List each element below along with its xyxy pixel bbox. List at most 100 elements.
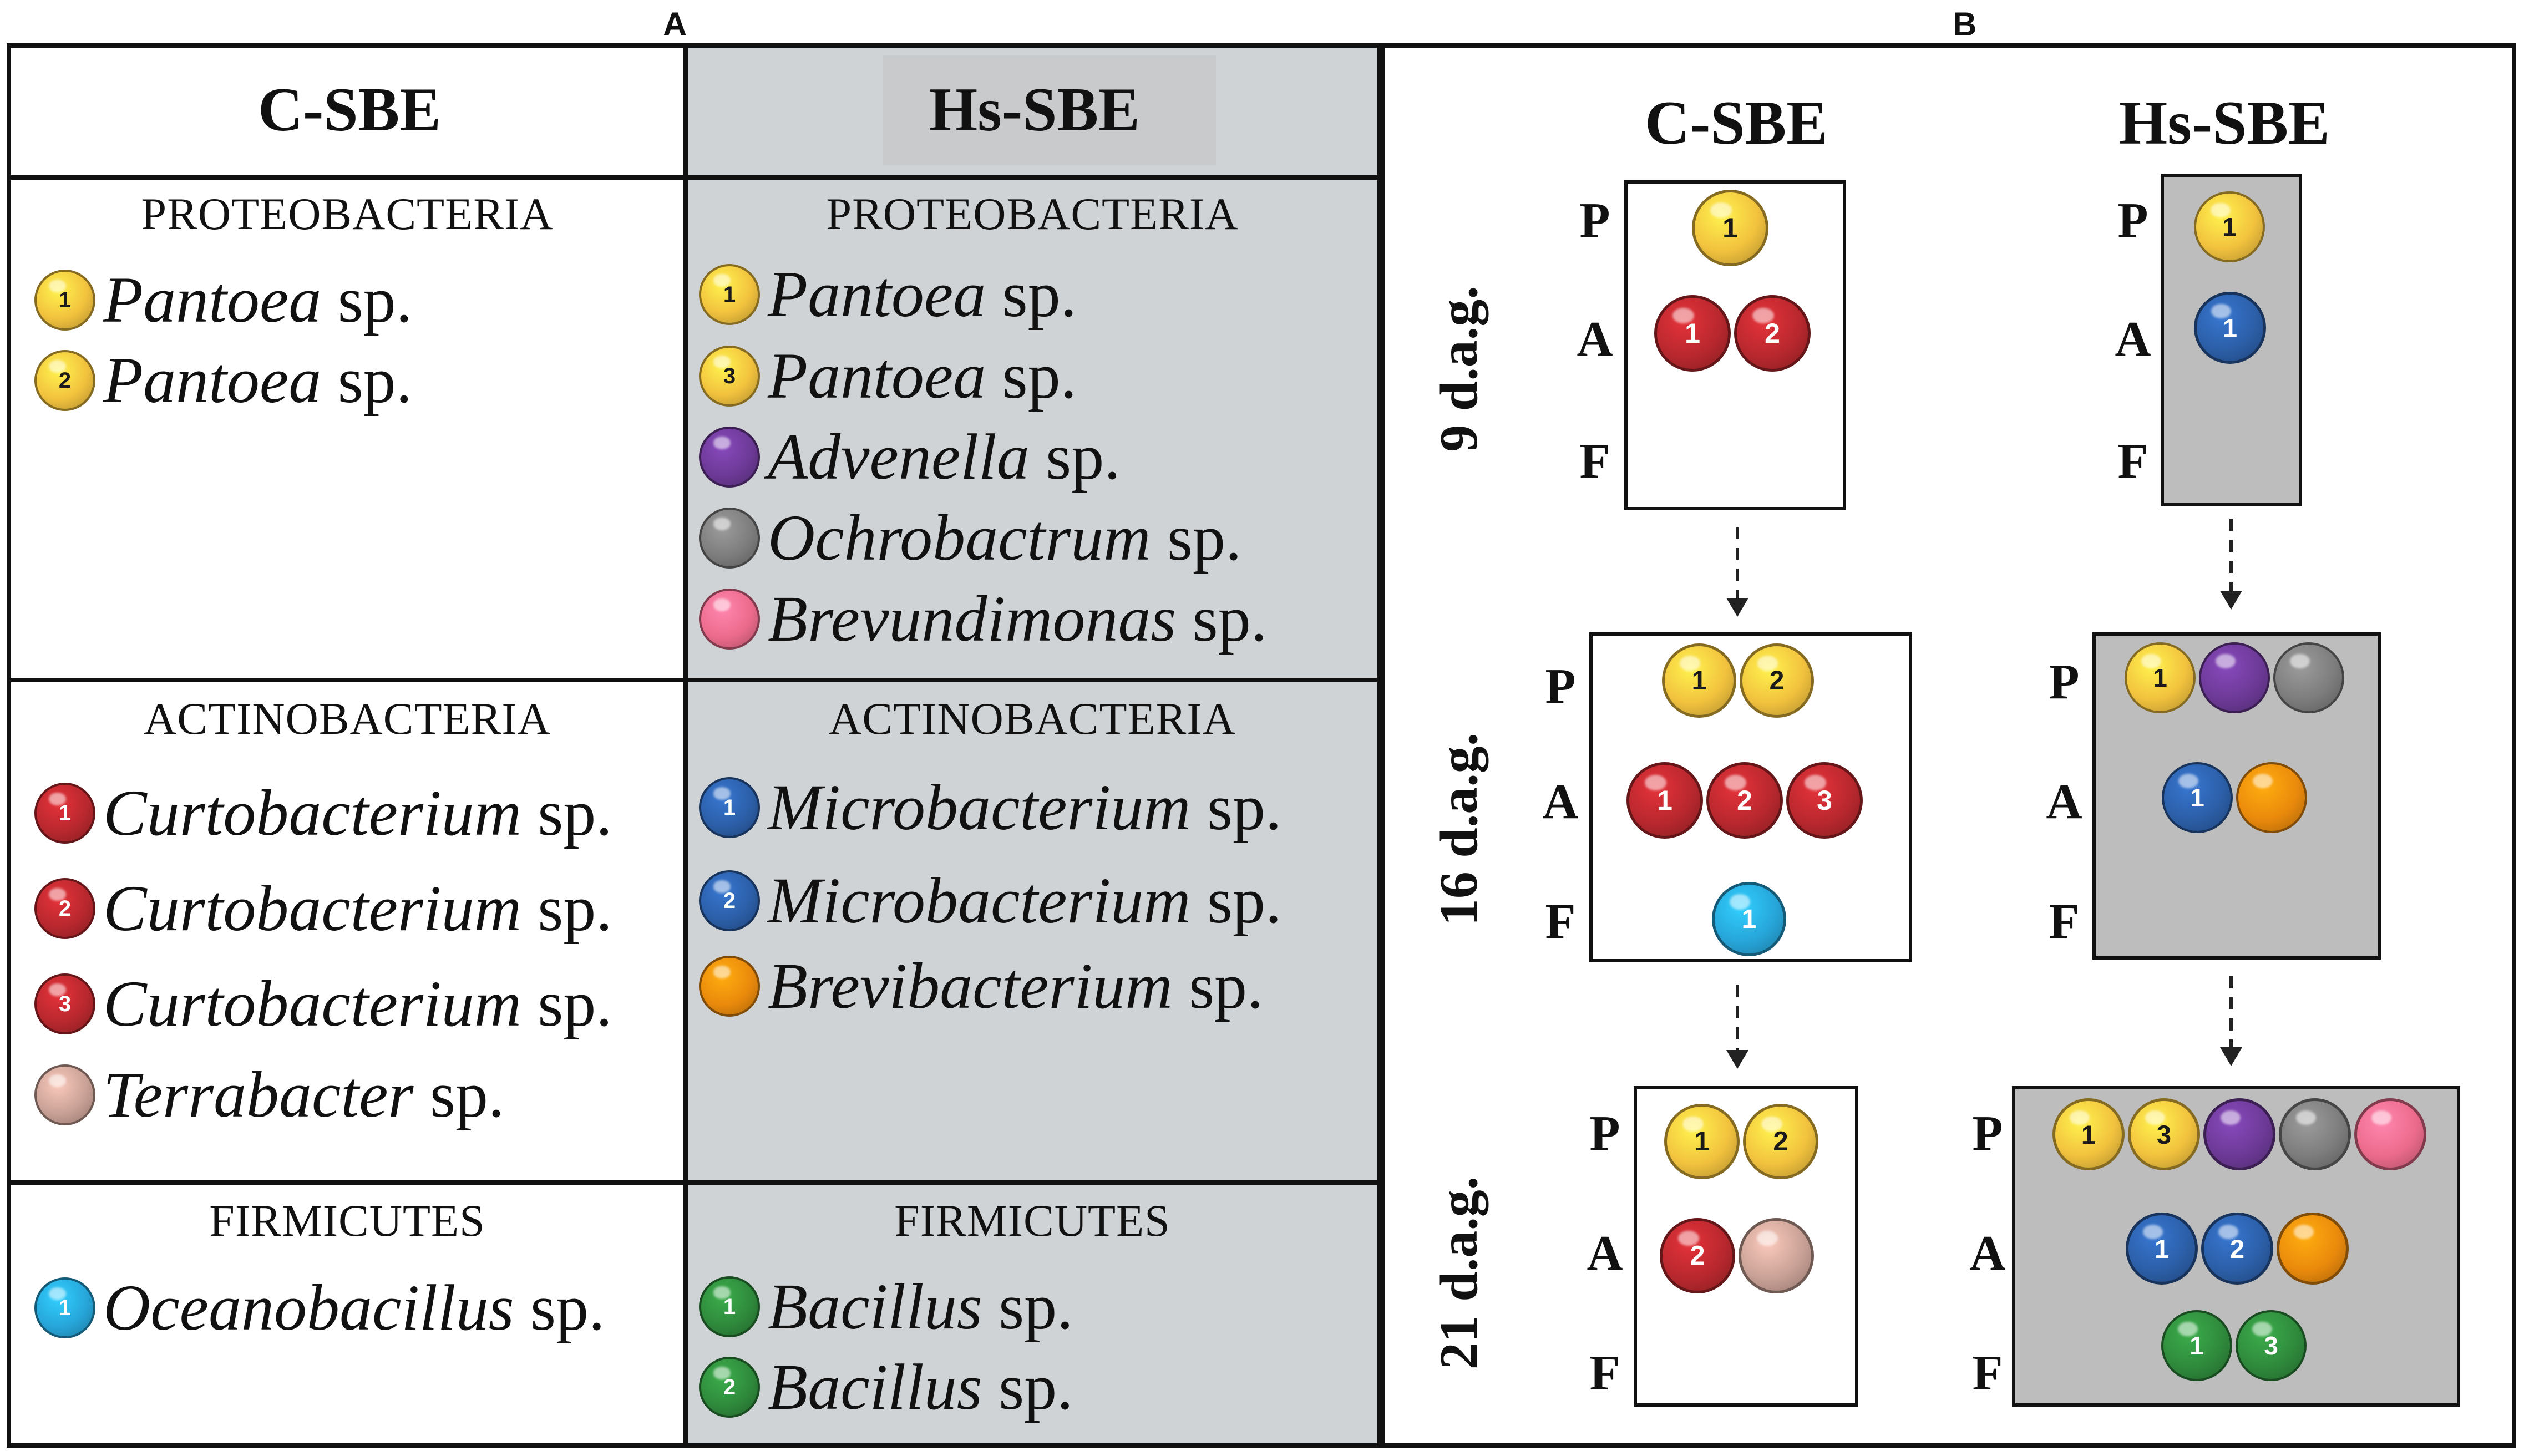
badge-number: 1 [2222, 212, 2237, 241]
row-label-f: F [1972, 1346, 2003, 1401]
hs-sbe-header: Hs-SBE [929, 75, 1140, 144]
c-sbe-species-row: 2 Curtobacterium sp. [34, 870, 612, 947]
row-label-p: P [2117, 193, 2148, 248]
c-sbe-21dag-a-row: 2 [1660, 1218, 1814, 1293]
c-sbe-16dag-a-row: 1 2 3 [1626, 762, 1863, 839]
badge-number: 1 [723, 282, 736, 307]
badge-number: 1 [723, 1294, 736, 1319]
badge-number: 1 [2154, 1234, 2170, 1264]
badge-number: 1 [723, 795, 736, 820]
c-sbe-9dag-p-row: 1 [1692, 190, 1768, 266]
hs-sbe-species-row: Brevibacterium sp. [699, 947, 1264, 1025]
badge-number: 1 [1741, 904, 1757, 934]
row-label-p: P [1972, 1106, 2003, 1161]
badge-number: 1 [2153, 663, 2167, 692]
hs-sbe-species-row: 1 Microbacterium sp. [699, 769, 1281, 846]
species-name: Ochrobactrum sp. [768, 501, 1242, 574]
species-name: Microbacterium sp. [768, 771, 1282, 844]
c-sbe-species-row: 1 Curtobacterium sp. [34, 774, 612, 852]
isolate-ball: 1 [2126, 1213, 2198, 1285]
isolate-ball: 2 [1706, 762, 1783, 839]
proteobacteria-divider [11, 678, 1377, 682]
species-name: Brevibacterium sp. [768, 950, 1264, 1022]
species-badge [699, 589, 760, 650]
row-label-a: A [1542, 774, 1579, 829]
species-name: Curtobacterium sp. [103, 777, 612, 849]
species-badge: 1 [699, 264, 760, 325]
hs-sbe-species-row: 2 Bacillus sp. [699, 1348, 1073, 1426]
hs-sbe-species-row: Advenella sp. [699, 418, 1121, 496]
badge-number: 2 [58, 896, 72, 921]
species-badge [34, 1064, 95, 1125]
species-badge [699, 427, 760, 488]
row-label-a: A [1969, 1226, 2006, 1281]
species-name: Terrabacter sp. [103, 1058, 505, 1131]
isolate-ball [2203, 1098, 2275, 1170]
hs-sbe-phylum-firmicutes: FIRMICUTES [894, 1195, 1170, 1246]
isolate-ball: 2 [1743, 1104, 1818, 1179]
row-label-f: F [1545, 894, 1576, 949]
isolate-ball [1739, 1218, 1814, 1293]
badge-number: 1 [58, 1295, 72, 1320]
panel-b-header-hs-sbe: Hs-SBE [2119, 89, 2330, 158]
isolate-ball [2199, 642, 2270, 713]
isolate-ball [2354, 1098, 2426, 1170]
isolate-ball: 1 [2052, 1098, 2125, 1170]
row-label-p: P [1589, 1106, 1620, 1161]
badge-number: 3 [723, 363, 736, 388]
timepoint-label-21dag: 21 d.a.g. [1429, 1176, 1489, 1370]
isolate-ball: 1 [1692, 190, 1768, 266]
c-sbe-species-row: 3 Curtobacterium sp. [34, 965, 612, 1043]
species-name: Bacillus sp. [768, 1351, 1073, 1423]
row-label-f: F [2049, 894, 2080, 949]
species-name: Pantoea sp. [768, 339, 1077, 412]
panel-b-header-c-sbe: C-SBE [1645, 89, 1828, 158]
hs-sbe-species-row: 1 Bacillus sp. [699, 1268, 1073, 1346]
species-name: Bacillus sp. [768, 1270, 1073, 1343]
row-label-p: P [1545, 659, 1576, 714]
hs-sbe-column-background [688, 48, 1377, 1443]
isolate-ball [2277, 1213, 2349, 1285]
isolate-ball: 2 [2201, 1213, 2273, 1285]
species-name: Microbacterium sp. [768, 864, 1282, 937]
species-name: Curtobacterium sp. [103, 872, 612, 945]
hs-sbe-phylum-proteobacteria: PROTEOBACTERIA [826, 189, 1239, 239]
species-name: Oceanobacillus sp. [103, 1271, 605, 1344]
actinobacteria-divider [11, 1180, 1377, 1185]
isolate-ball [2273, 642, 2344, 713]
badge-number: 2 [1737, 785, 1752, 816]
header-divider [11, 175, 1377, 180]
row-label-a: A [1577, 312, 1613, 367]
badge-number: 3 [2156, 1119, 2172, 1149]
isolate-ball: 1 [2162, 762, 2233, 833]
species-name: Pantoea sp. [103, 344, 413, 417]
isolate-ball [2236, 762, 2307, 833]
species-name: Pantoea sp. [103, 263, 413, 336]
badge-number: 2 [2229, 1234, 2245, 1264]
isolate-ball: 1 [2161, 1310, 2232, 1381]
species-name: Brevundimonas sp. [768, 582, 1268, 655]
hs-sbe-16dag-p-row: 1 [2125, 642, 2344, 713]
badge-number: 1 [58, 800, 72, 825]
badge-number: 2 [58, 368, 72, 393]
isolate-ball: 3 [2128, 1098, 2200, 1170]
hs-sbe-9dag-a-row: 1 [2194, 292, 2266, 364]
isolate-ball: 1 [2125, 642, 2196, 713]
isolate-ball: 3 [2236, 1310, 2307, 1381]
badge-number: 3 [2264, 1331, 2278, 1360]
row-label-p: P [1579, 193, 1610, 248]
badge-number: 2 [1765, 318, 1780, 349]
hs-sbe-species-row: Ochrobactrum sp. [699, 499, 1241, 577]
c-sbe-species-row: 1 Oceanobacillus sp. [34, 1269, 605, 1347]
isolate-ball: 1 [1626, 762, 1703, 839]
row-label-f: F [2117, 434, 2148, 489]
species-name: Curtobacterium sp. [103, 967, 612, 1040]
c-sbe-phylum-proteobacteria: PROTEOBACTERIA [141, 189, 554, 239]
badge-number: 1 [1657, 785, 1672, 816]
isolate-ball: 3 [1786, 762, 1863, 839]
badge-number: 1 [2190, 1331, 2204, 1360]
species-badge [699, 956, 760, 1017]
